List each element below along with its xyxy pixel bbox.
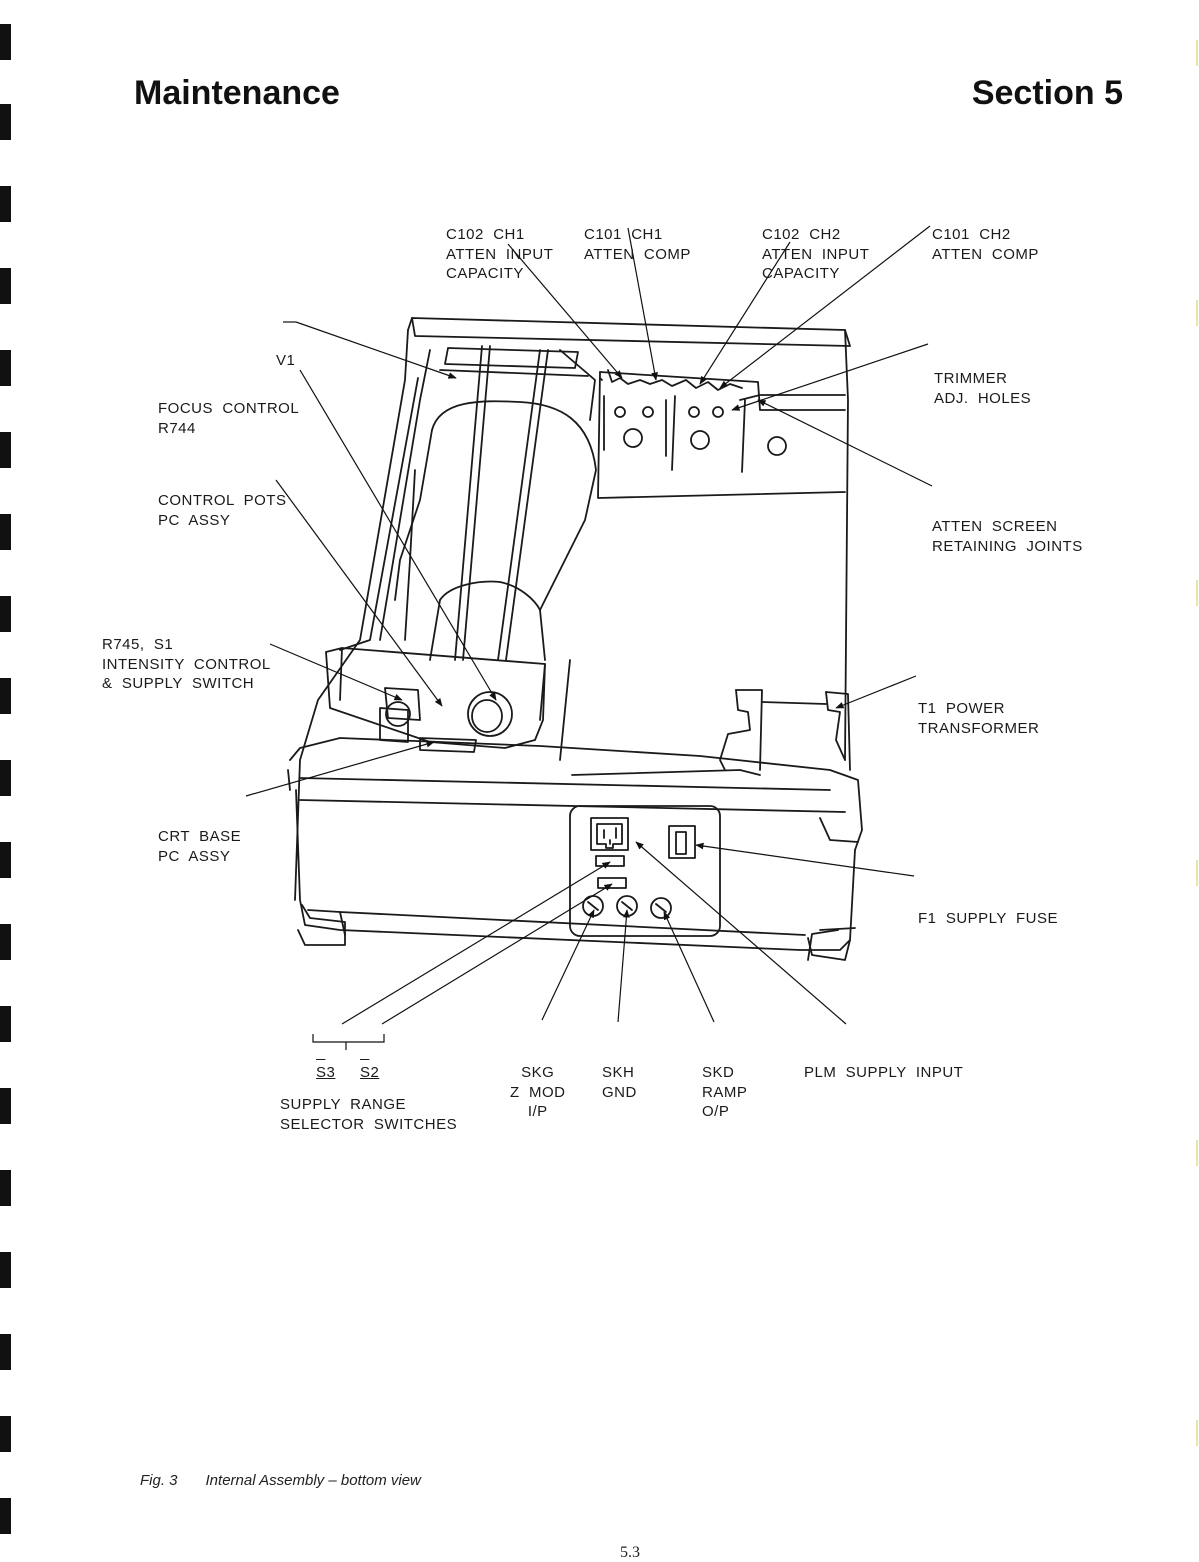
atten-screen	[597, 369, 846, 499]
section-number: Section 5	[971, 74, 1123, 112]
section-title: Maintenance	[134, 74, 340, 112]
binder-hole	[0, 678, 11, 714]
control-pots-board	[325, 647, 571, 761]
binder-hole	[0, 760, 11, 796]
leader-lines	[245, 225, 933, 1050]
binder-hole	[0, 186, 11, 222]
power-transformer	[571, 689, 851, 776]
edge-mark	[1196, 1140, 1198, 1166]
binder-hole	[0, 104, 11, 140]
binder-hole	[0, 924, 11, 960]
binder-hole	[0, 596, 11, 632]
figure-number: Fig. 3	[140, 1472, 178, 1489]
binder-hole	[0, 1006, 11, 1042]
edge-mark	[1196, 40, 1198, 66]
binder-hole	[0, 24, 11, 60]
binder-hole	[0, 1416, 11, 1452]
figure-caption: Fig. 3 Internal Assembly – bottom view	[140, 1472, 449, 1489]
crt-tube	[394, 345, 597, 661]
edge-mark	[1196, 300, 1198, 326]
binder-hole	[0, 268, 11, 304]
page-number: 5.3	[620, 1544, 640, 1561]
edge-mark	[1196, 1420, 1198, 1446]
binder-hole	[0, 842, 11, 878]
label-v1: V1	[276, 352, 296, 369]
edge-mark	[1196, 860, 1198, 886]
binder-hole	[0, 1088, 11, 1124]
label-supply-fuse: F1 SUPPLY FUSE	[918, 910, 1058, 927]
label-s3: S3	[316, 1064, 336, 1081]
connector-panel	[569, 805, 721, 937]
binder-hole	[0, 432, 11, 468]
binder-hole	[0, 1498, 11, 1534]
binder-hole	[0, 514, 11, 550]
chassis-outline	[287, 317, 863, 961]
figure-title: Internal Assembly – bottom view	[205, 1472, 421, 1489]
edge-mark	[1196, 580, 1198, 606]
binder-hole	[0, 1252, 11, 1288]
binder-hole	[0, 1170, 11, 1206]
label-plm-supply-input: PLM SUPPLY INPUT	[804, 1064, 964, 1081]
binder-hole	[0, 350, 11, 386]
binder-hole	[0, 1334, 11, 1370]
label-s2: S2	[360, 1064, 380, 1081]
